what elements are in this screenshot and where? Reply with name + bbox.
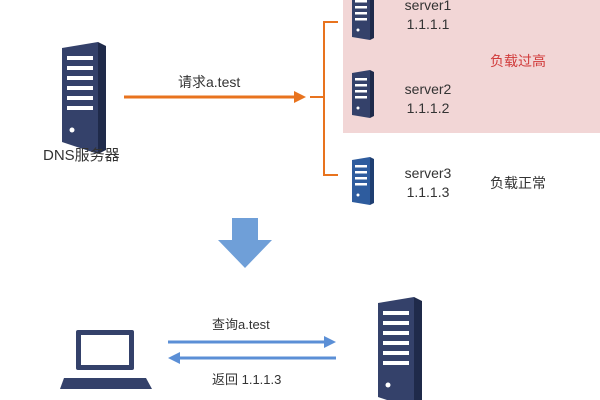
- server3-icon: [352, 157, 374, 205]
- server1-ip: 1.1.1.1: [406, 16, 450, 32]
- dns-server-label: DNS服务器: [43, 147, 120, 164]
- server1-name: server1: [404, 0, 452, 13]
- request-label: 请求a.test: [178, 74, 241, 90]
- high-load-status: 负载过高: [490, 53, 546, 69]
- request-arrow: [124, 91, 306, 103]
- overloaded-servers-panel: [343, 0, 600, 133]
- server-group-bracket: [310, 21, 338, 176]
- return-arrow: [168, 352, 336, 364]
- server1-icon: [352, 0, 374, 40]
- dns-server-icon: [62, 42, 106, 154]
- query-arrow: [168, 336, 336, 348]
- return-label: 返回 1.1.1.3: [212, 372, 282, 387]
- server2-name: server2: [404, 81, 452, 97]
- server2-ip: 1.1.1.2: [406, 100, 450, 116]
- bottom-server-icon: [378, 297, 422, 400]
- server2-icon: [352, 70, 374, 118]
- query-label: 查询a.test: [212, 317, 270, 332]
- server3-ip: 1.1.1.3: [406, 184, 450, 200]
- laptop-icon: [60, 330, 152, 389]
- down-arrow-icon: [218, 218, 272, 268]
- normal-load-status: 负载正常: [490, 175, 546, 191]
- server3-name: server3: [404, 165, 452, 181]
